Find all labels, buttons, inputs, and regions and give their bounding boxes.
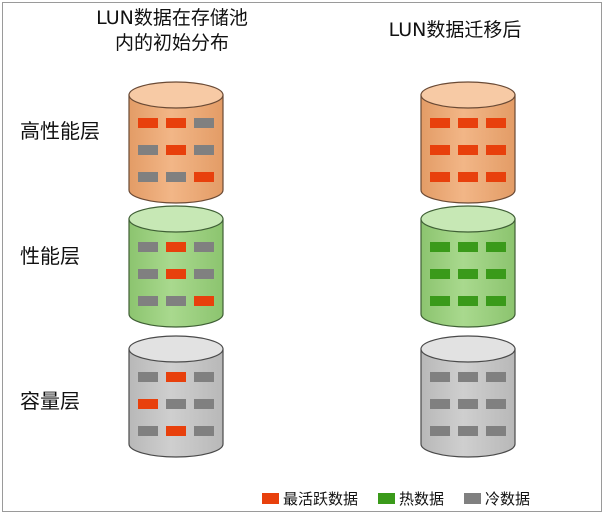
legend-item-cold: 冷数据 (464, 488, 530, 509)
data-block (486, 118, 506, 128)
cylinder-before-high-performance (128, 81, 224, 204)
data-block (166, 118, 186, 128)
data-block (194, 399, 214, 409)
cylinder-top (420, 205, 516, 233)
legend-label-cold: 冷数据 (485, 490, 531, 508)
data-block (194, 269, 214, 279)
data-block (138, 296, 158, 306)
data-block (166, 399, 186, 409)
cylinder-before-capacity (128, 335, 224, 458)
data-block (430, 399, 450, 409)
legend-item-hot: 热数据 (378, 488, 444, 509)
data-block (138, 269, 158, 279)
data-block (458, 296, 478, 306)
data-block (138, 372, 158, 382)
data-block (194, 296, 214, 306)
data-block (486, 296, 506, 306)
tier-label-high-performance: 高性能层 (20, 119, 100, 143)
data-block (430, 269, 450, 279)
data-block (486, 399, 506, 409)
data-block (166, 145, 186, 155)
data-block (194, 242, 214, 252)
data-block (486, 145, 506, 155)
data-block (166, 426, 186, 436)
data-block (194, 172, 214, 182)
data-block (458, 399, 478, 409)
data-block (166, 269, 186, 279)
data-block (486, 269, 506, 279)
data-block (458, 426, 478, 436)
legend-item-most-active: 最活跃数据 (262, 488, 358, 509)
cylinder-after-capacity (420, 335, 516, 458)
data-block (458, 242, 478, 252)
data-block (138, 426, 158, 436)
data-block (138, 172, 158, 182)
cylinder-top (420, 335, 516, 363)
legend-swatch-hot (378, 493, 396, 504)
data-block (166, 296, 186, 306)
data-block (486, 372, 506, 382)
data-block (194, 145, 214, 155)
data-block (194, 118, 214, 128)
data-block (458, 145, 478, 155)
data-block (138, 242, 158, 252)
data-block (166, 372, 186, 382)
column-title-before-line2: 内的初始分布 (114, 32, 229, 54)
data-block (430, 242, 450, 252)
legend-swatch-cold (464, 493, 482, 504)
legend: 最活跃数据 热数据 冷数据 (262, 488, 530, 509)
data-block (430, 118, 450, 128)
cylinder-after-high-performance (420, 81, 516, 204)
cylinder-after-performance (420, 205, 516, 328)
data-block (430, 172, 450, 182)
data-block (430, 296, 450, 306)
data-block (430, 372, 450, 382)
data-block (194, 426, 214, 436)
tier-label-capacity: 容量层 (20, 389, 80, 413)
cylinder-top (128, 205, 224, 233)
data-block (458, 269, 478, 279)
column-title-after: LUN数据迁移后 (388, 19, 522, 41)
legend-swatch-most-active (262, 493, 279, 504)
cylinder-top (128, 81, 224, 109)
data-block (194, 372, 214, 382)
cylinder-top (420, 81, 516, 109)
data-block (458, 172, 478, 182)
data-block (486, 426, 506, 436)
column-title-before: LUN数据在存储池 内的初始分布 (62, 6, 282, 56)
cylinder-before-performance (128, 205, 224, 328)
legend-label-hot: 热数据 (399, 490, 445, 508)
tier-label-performance: 性能层 (20, 244, 80, 268)
column-title-before-line1: LUN数据在存储池 (96, 7, 248, 29)
data-block (166, 172, 186, 182)
data-block (138, 118, 158, 128)
data-block (430, 145, 450, 155)
data-block (458, 372, 478, 382)
data-block (486, 172, 506, 182)
data-block (166, 242, 186, 252)
cylinder-top (128, 335, 224, 363)
data-block (138, 399, 158, 409)
data-block (138, 145, 158, 155)
data-block (430, 426, 450, 436)
data-block (458, 118, 478, 128)
legend-label-most-active: 最活跃数据 (283, 490, 359, 508)
data-block (486, 242, 506, 252)
